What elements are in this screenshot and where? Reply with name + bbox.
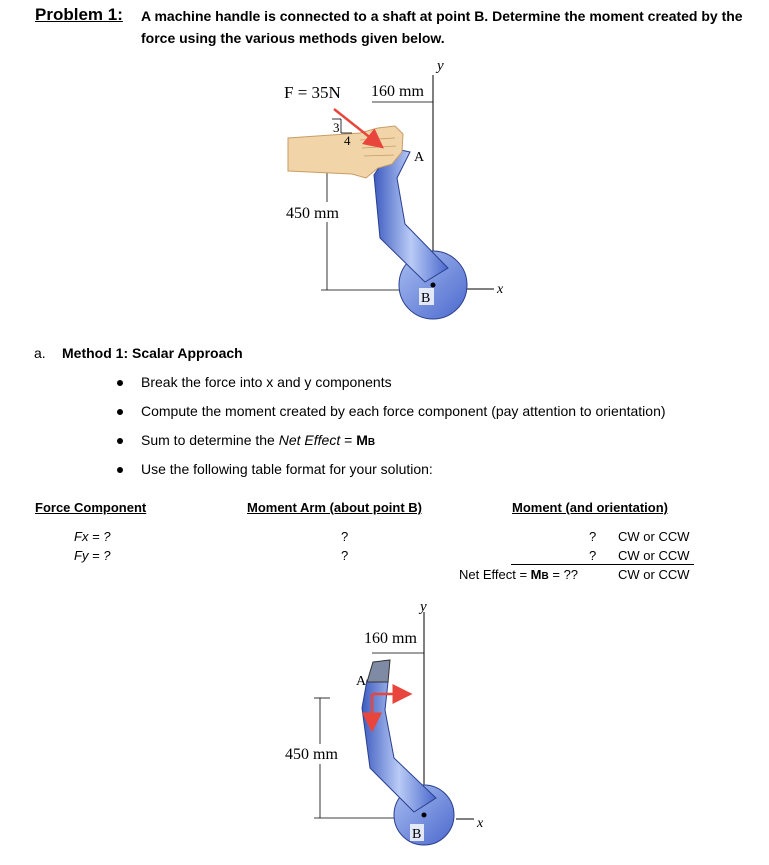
slope-4-label: 4 (344, 133, 351, 148)
bullet-3-m: M (356, 432, 368, 448)
y-axis-label: y (435, 58, 444, 74)
table-header-moment: Moment (and orientation) (512, 500, 668, 515)
table-row-fy-moment: ? (589, 548, 597, 563)
handle-arm (373, 147, 449, 283)
table-row-fx-orientation: CW or CCW (618, 529, 690, 544)
bullet-dot (117, 380, 123, 386)
bullet-2: Compute the moment created by each force… (141, 403, 666, 419)
force-arrow (333, 108, 384, 149)
force-label: F = 35N (284, 83, 341, 102)
point-b-label: B (421, 291, 430, 306)
net-effect-sub: B (541, 571, 549, 582)
net-effect-label: Net Effect = (459, 567, 531, 582)
sum-underline (511, 564, 694, 565)
table-row-fy-arm: ? (341, 548, 349, 563)
problem-text-line2: force using the various methods given be… (141, 30, 445, 46)
table-row-fy-component: Fy = ? (74, 548, 111, 563)
dim-160-label-2: 160 mm (364, 630, 417, 647)
figure-2-diagram: y x 160 mm 450 mm B A (283, 599, 484, 846)
bullet-3: Sum to determine the Net Effect = MB (141, 432, 375, 448)
figure-1-diagram: y x 160 mm 450 mm B A 3 4 F = 35N (284, 58, 504, 320)
handle-grip-2 (366, 659, 391, 683)
bullet-4: Use the following table format for your … (141, 461, 433, 477)
point-b-label-2: B (412, 827, 421, 842)
method-prefix: a. (34, 345, 46, 361)
slope-3-label: 3 (333, 120, 340, 135)
method-title: Method 1: Scalar Approach (62, 345, 243, 361)
table-header-component: Force Component (35, 500, 147, 515)
y-axis-label-2: y (418, 599, 427, 615)
dim-450-label: 450 mm (286, 205, 339, 222)
table-row-fx-component: Fx = ? (74, 529, 111, 544)
bullet-3-pre: Sum to determine the (141, 432, 279, 448)
table-header-arm: Moment Arm (about point B) (247, 500, 422, 515)
point-a-label-2: A (356, 674, 367, 689)
problem-text-line1: A machine handle is connected to a shaft… (141, 8, 743, 24)
table-row-fx-moment: ? (589, 529, 597, 544)
bullet-dot (117, 409, 123, 415)
bullet-3-italic: Net Effect (278, 432, 341, 448)
table-row-fx-arm: ? (341, 529, 349, 544)
net-effect: Net Effect = MB = ?? (459, 567, 578, 582)
bullet-3-eq: = (340, 432, 357, 448)
x-axis-label: x (496, 282, 504, 297)
bullet-3-sub: B (367, 437, 376, 448)
x-axis-label-2: x (476, 816, 484, 831)
bullet-1: Break the force into x and y components (141, 374, 392, 390)
net-effect-m: M (530, 567, 542, 582)
dim-450-label-2: 450 mm (285, 746, 338, 763)
net-effect-orientation: CW or CCW (618, 567, 690, 582)
bullet-dot (117, 438, 123, 444)
table-row-fy-orientation: CW or CCW (618, 548, 690, 563)
net-effect-value: = ?? (548, 567, 579, 582)
point-a-label: A (414, 150, 425, 165)
bullet-dot (117, 467, 123, 473)
dim-160-label: 160 mm (371, 83, 424, 100)
problem-label: Problem 1: (35, 5, 123, 24)
